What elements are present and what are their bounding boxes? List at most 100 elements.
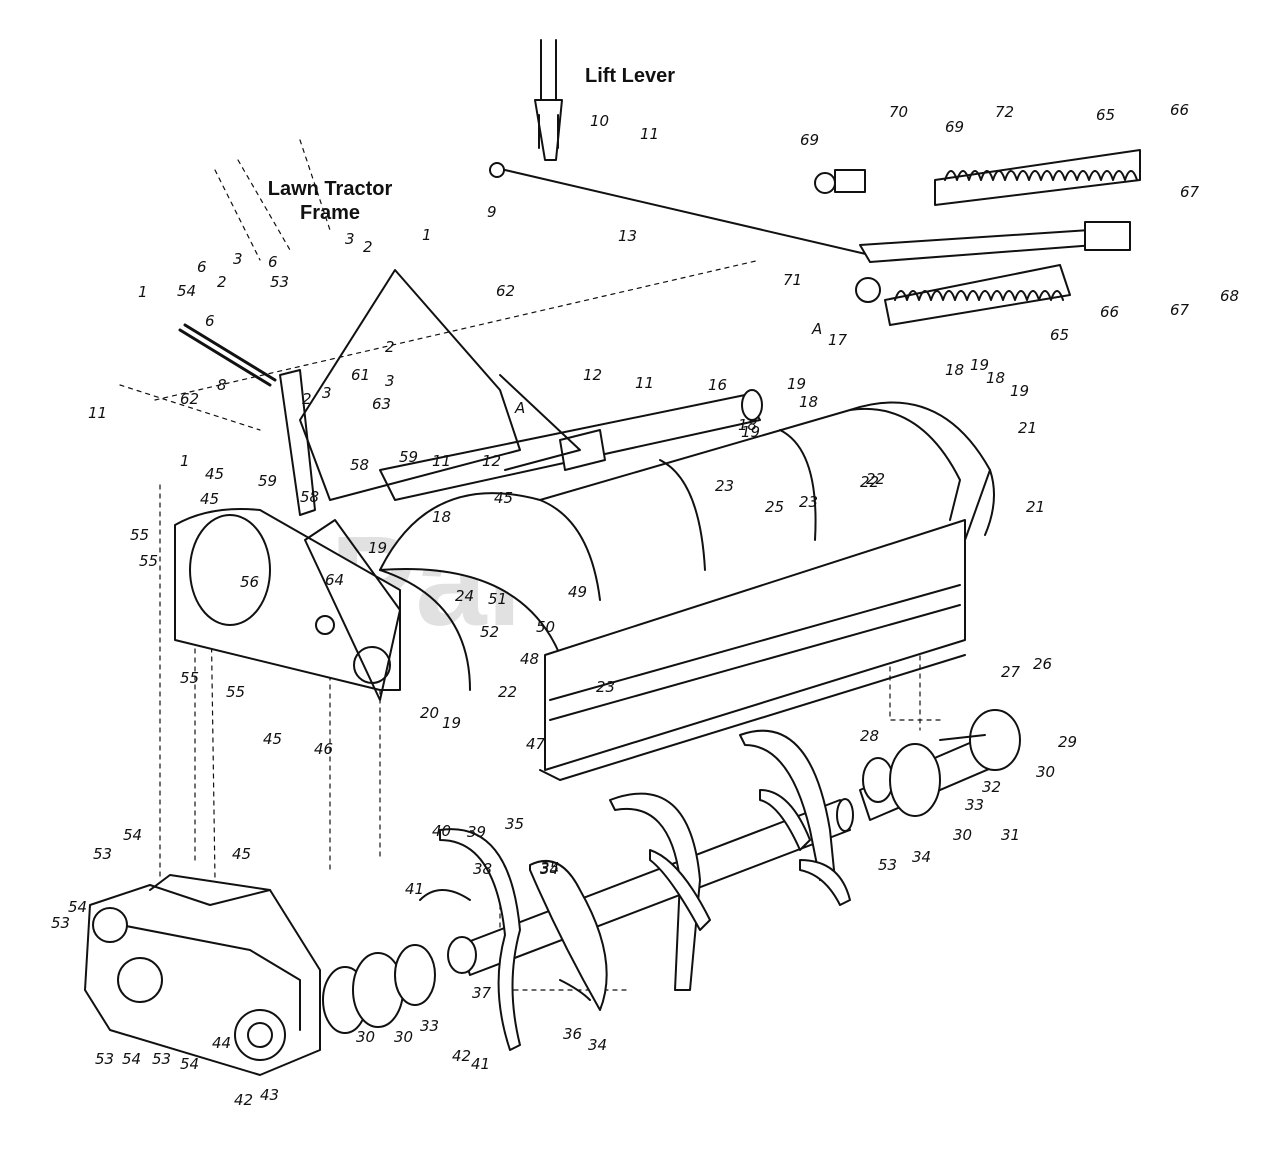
part-number-label: 19 [741, 423, 760, 441]
lift-rod [504, 169, 871, 256]
part-number-label: 2 [385, 338, 395, 356]
part-number-label: 42 [234, 1091, 253, 1109]
part-number-label: 59 [399, 448, 418, 466]
part-number-label: 9 [487, 203, 497, 221]
part-number-label: 6 [205, 312, 215, 330]
part-number-label: 2 [217, 273, 227, 291]
part-number-label: 50 [536, 618, 555, 636]
part-number-label: 63 [372, 395, 391, 413]
part-number-label: 54 [68, 898, 87, 916]
tine-shield [379, 401, 995, 781]
part-number-label: 46 [314, 740, 333, 758]
part-number-label: 62 [496, 282, 515, 300]
part-number-label: 8 [217, 376, 227, 394]
part-number-label: 66 [1170, 101, 1189, 119]
part-number-label: 11 [640, 125, 659, 143]
part-number-label: 3 [345, 230, 355, 248]
part-number-label: 1 [180, 452, 190, 470]
part-number-label: 49 [568, 583, 587, 601]
part-number-label: 70 [889, 103, 908, 121]
part-number-label: 48 [520, 650, 539, 668]
part-number-label: 54 [122, 1050, 141, 1068]
part-number-label: 66 [1100, 303, 1119, 321]
part-number-label: 38 [473, 860, 492, 878]
mounting-bracket-left [279, 369, 316, 516]
part-number-label: 33 [965, 796, 984, 814]
part-number-label: 33 [420, 1017, 439, 1035]
part-number-label: 53 [270, 273, 289, 291]
part-number-label: 19 [442, 714, 461, 732]
part-number-label: A [514, 399, 525, 417]
part-number-label: 59 [258, 472, 277, 490]
part-number-label: 11 [432, 452, 451, 470]
part-number-label: 64 [325, 571, 344, 589]
part-number-label: 35 [505, 815, 524, 833]
part-number-label: 30 [953, 826, 972, 844]
part-number-label: 17 [828, 331, 848, 349]
part-number-label: 21 [1026, 498, 1045, 516]
part-number-label: 69 [800, 131, 819, 149]
part-number-label: 58 [350, 456, 369, 474]
part-number-label: 28 [860, 727, 879, 745]
part-number-label: 55 [139, 552, 158, 570]
part-number-label: A [811, 320, 822, 338]
part-number-label: 47 [526, 735, 546, 753]
part-number-label: 53 [95, 1050, 114, 1068]
part-number-label: 40 [432, 822, 451, 840]
part-number-label: 30 [1036, 763, 1055, 781]
part-number-label: 56 [240, 573, 259, 591]
part-number-label: 3 [233, 250, 243, 268]
part-number-label: 11 [88, 404, 107, 422]
part-number-label: 53 [93, 845, 112, 863]
part-number-label: 29 [1058, 733, 1077, 751]
gear-housing-plate [174, 508, 401, 701]
part-number-label: 10 [590, 112, 609, 130]
part-number-label: 54 [180, 1055, 199, 1073]
part-number-label: 18 [432, 508, 451, 526]
part-number-label: 3 [322, 384, 332, 402]
part-number-label: 34 [588, 1036, 607, 1054]
part-number-label: 67 [1170, 301, 1190, 319]
part-number-label: 22 [498, 683, 517, 701]
part-number-label: 19 [1010, 382, 1029, 400]
part-number-label: 45 [263, 730, 282, 748]
part-number-label: 18 [799, 393, 818, 411]
tractor-frame-label-line2: Frame [299, 202, 361, 224]
part-number-label: 12 [583, 366, 602, 384]
part-number-label: 34 [912, 848, 931, 866]
lift-lever-label: Lift Lever [584, 65, 676, 87]
lift-lever [534, 39, 563, 161]
part-number-label: 6 [197, 258, 207, 276]
part-number-label: 24 [455, 587, 474, 605]
part-number-label: 72 [995, 103, 1014, 121]
part-number-label: 16 [708, 376, 727, 394]
part-number-label: 58 [300, 488, 319, 506]
part-number-label: 55 [130, 526, 149, 544]
part-number-label: 13 [618, 227, 637, 245]
part-number-label: 37 [472, 984, 492, 1002]
part-number-label: 31 [1001, 826, 1020, 844]
part-number-label: 2 [302, 390, 312, 408]
part-number-label: 6 [268, 253, 278, 271]
part-number-label: 25 [765, 498, 784, 516]
part-number-label: 53 [51, 914, 70, 932]
part-number-label: 27 [1001, 663, 1021, 681]
tines [419, 729, 851, 1051]
part-number-label: 19 [368, 539, 387, 557]
part-number-label: 55 [226, 683, 245, 701]
part-number-label: 30 [356, 1028, 375, 1046]
part-number-label: 3 [385, 372, 395, 390]
part-number-label: 20 [420, 704, 439, 722]
part-number-label: 34 [540, 860, 559, 878]
part-number-label: 19 [970, 356, 989, 374]
part-number-label: 65 [1050, 326, 1069, 344]
part-number-label: 1 [138, 283, 148, 301]
part-number-label: 26 [1033, 655, 1052, 673]
part-number-label: 44 [212, 1034, 231, 1052]
part-number-label: 19 [787, 375, 806, 393]
part-number-label: 11 [635, 374, 654, 392]
part-number-label: 43 [260, 1086, 279, 1104]
part-number-label: 52 [480, 623, 499, 641]
part-number-label: 71 [783, 271, 802, 289]
